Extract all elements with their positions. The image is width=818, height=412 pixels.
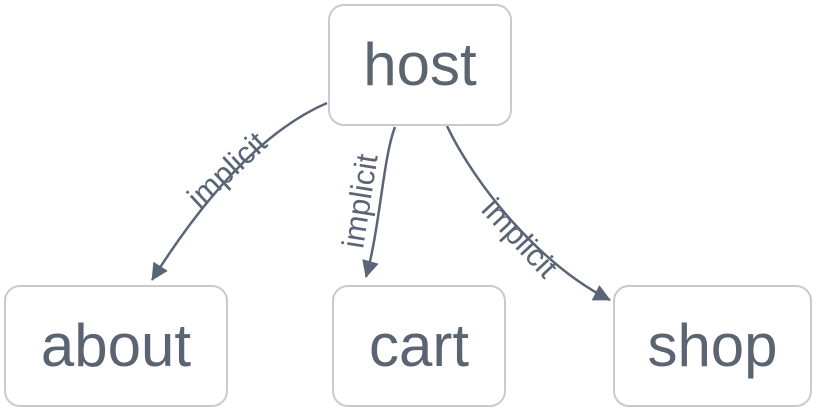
node-shop: shop — [613, 285, 812, 407]
node-label-shop: shop — [647, 312, 778, 379]
node-label-about: about — [40, 312, 192, 379]
edge-host-shop — [445, 125, 611, 302]
edge-host-cart — [362, 126, 397, 278]
node-label-cart: cart — [368, 312, 470, 379]
node-label-host: host — [363, 31, 477, 98]
edge-host-about — [150, 101, 328, 281]
node-cart: cart — [332, 285, 506, 407]
node-host: host — [328, 4, 512, 126]
node-about: about — [4, 285, 228, 407]
